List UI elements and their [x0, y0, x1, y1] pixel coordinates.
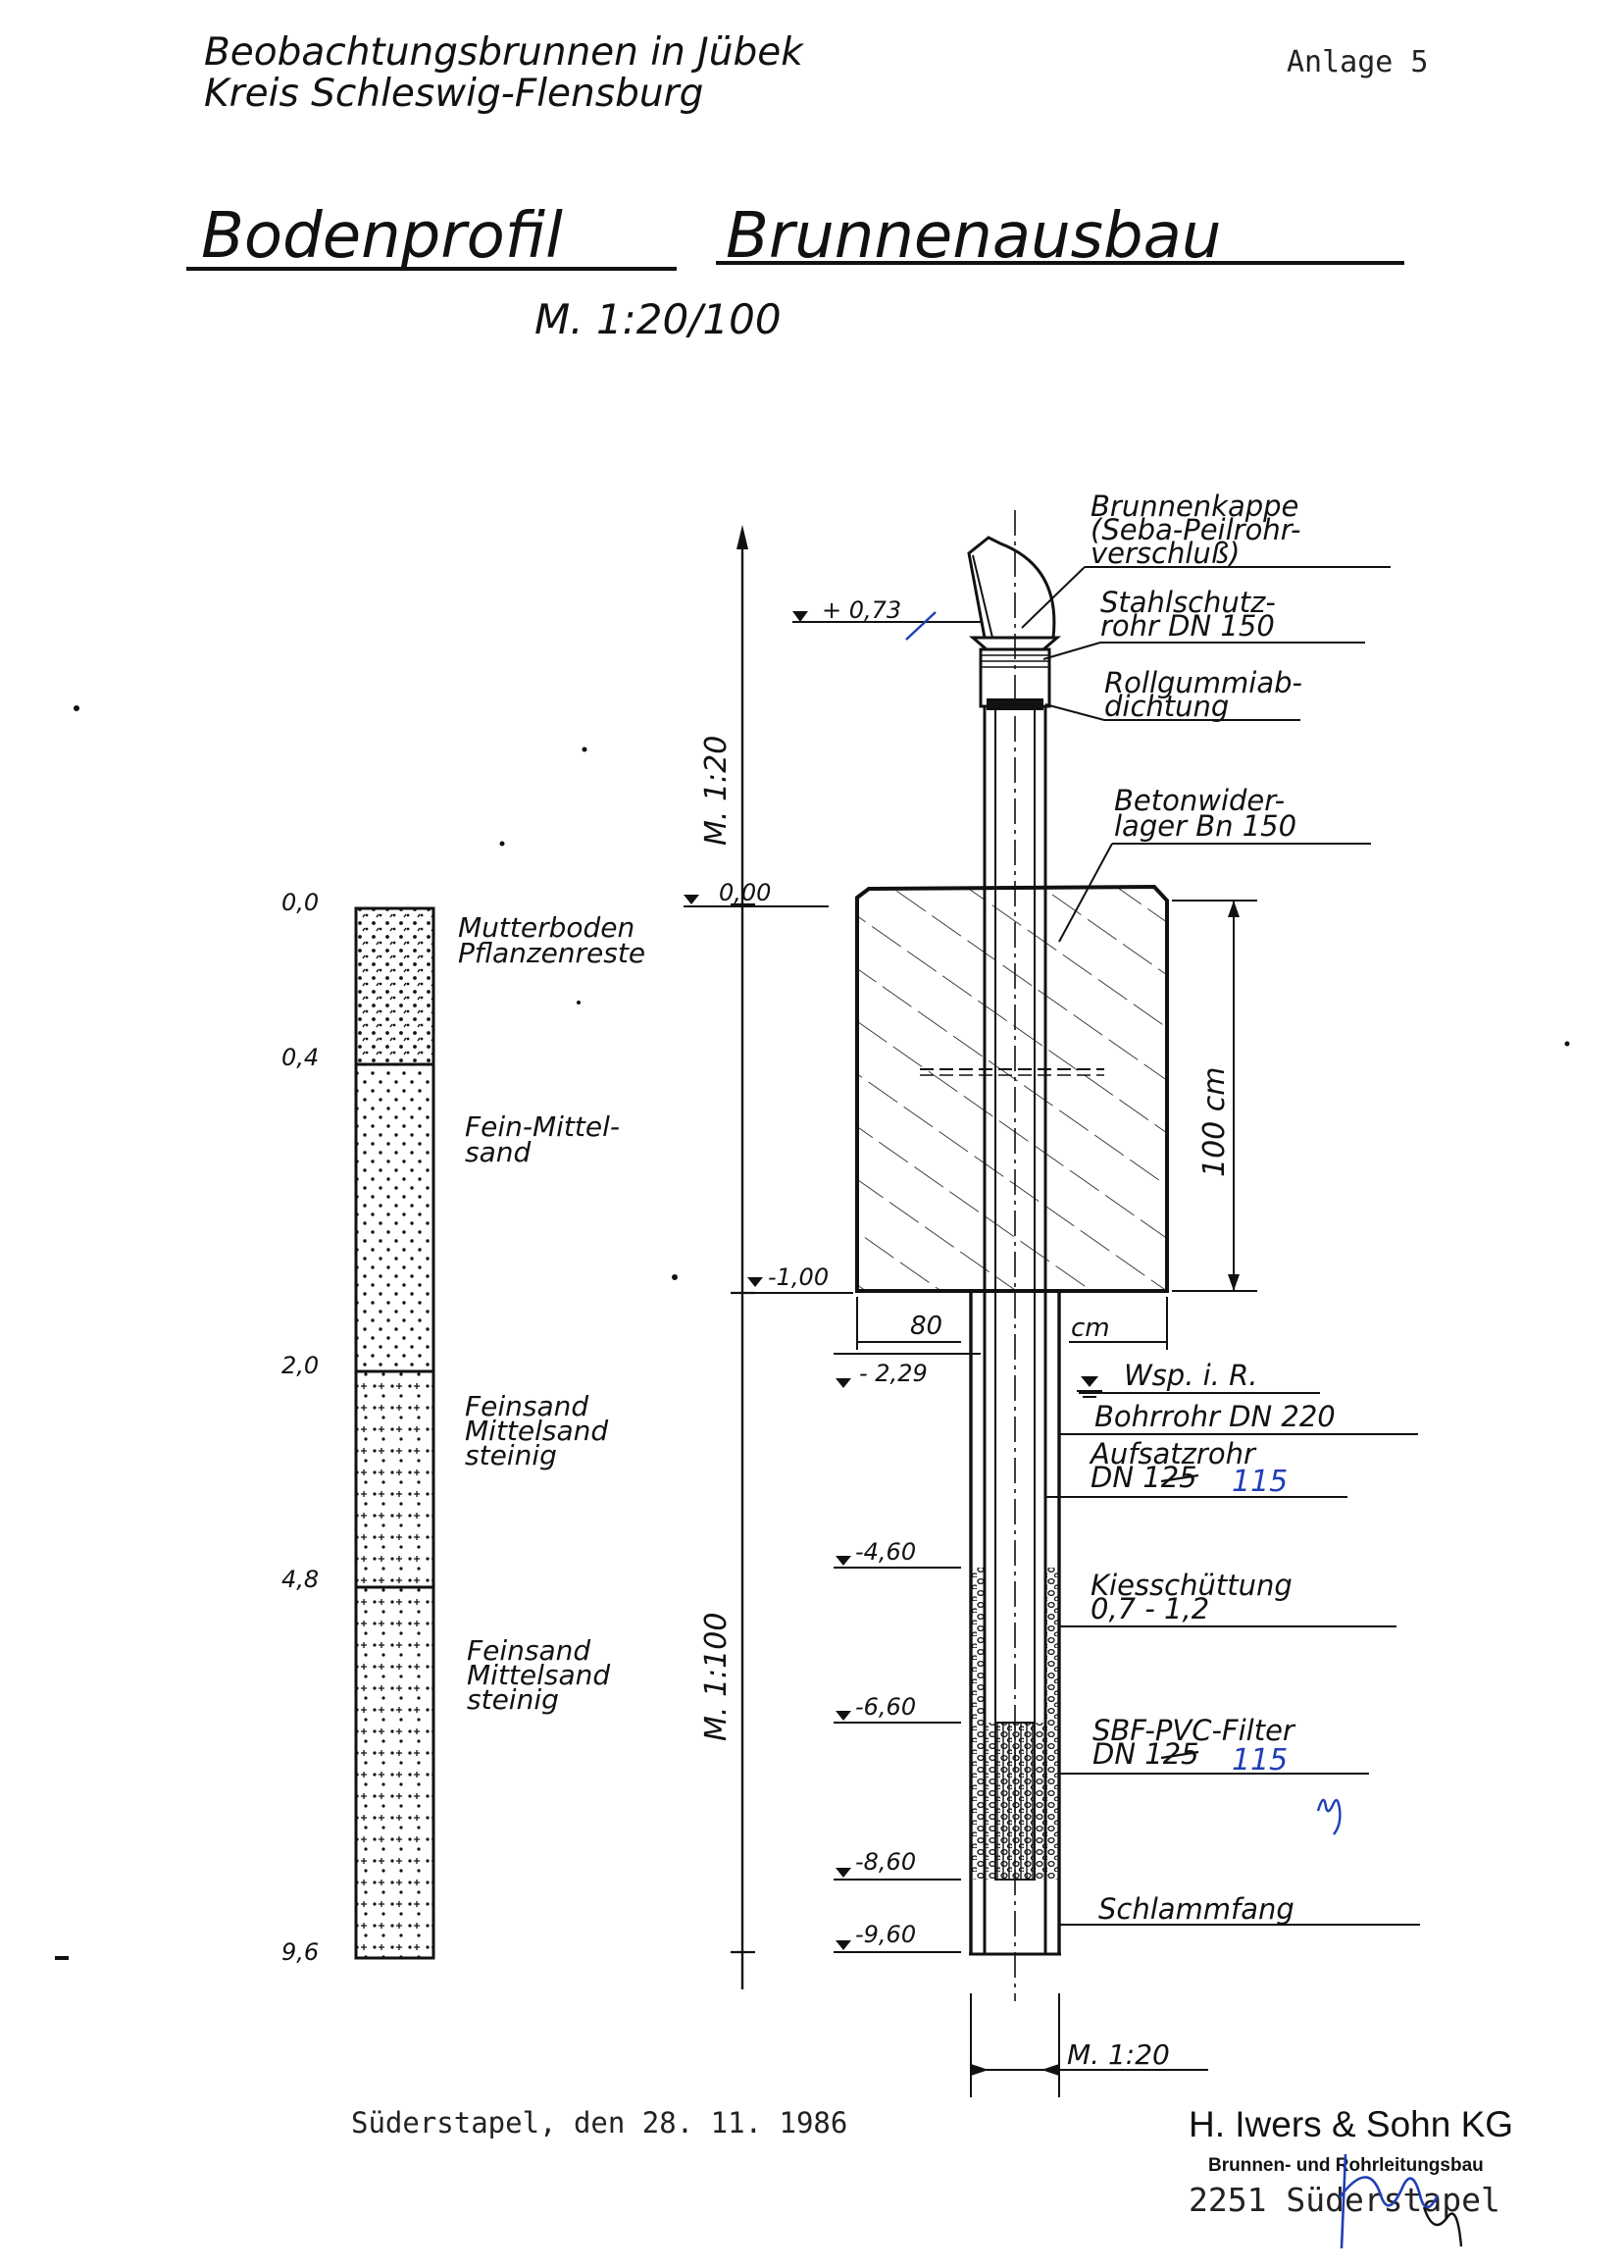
- scale-axis: [731, 525, 755, 1989]
- correction-filter: 115: [1232, 1743, 1288, 1778]
- level-0-00: [684, 895, 829, 907]
- header-line-2: Kreis Schleswig-Flensburg: [204, 72, 703, 116]
- gravel-pack-left: [971, 1568, 985, 1880]
- comp-gravel-1: Kiesschüttung: [1091, 1569, 1293, 1602]
- axis-label-upper: M. 1:20: [699, 736, 734, 846]
- depth-4-8: 4,8: [281, 1566, 319, 1593]
- comp-water-level: Wsp. i. R.: [1124, 1359, 1258, 1392]
- level-label-minus-8-60: -8,60: [855, 1848, 916, 1876]
- layer-4-line-3: steinig: [467, 1683, 559, 1716]
- rubber-seal: [987, 698, 1043, 710]
- place-and-date: Süderstapel, den 28. 11. 1986: [351, 2106, 847, 2139]
- comp-seal-1: Rollgummiab-: [1104, 666, 1302, 699]
- level-label-0-00: 0,00: [719, 879, 771, 906]
- water-level-symbol: [1081, 1376, 1098, 1387]
- comp-filter-1: SBF-PVC-Filter: [1092, 1714, 1296, 1747]
- layer-3-line-1: Feinsand: [465, 1390, 588, 1422]
- company-name: H. Iwers & Sohn KG: [1189, 2104, 1513, 2144]
- level-minus-2-29: [834, 1353, 981, 1388]
- level-label-minus-2-29: - 2,29: [859, 1360, 928, 1387]
- scan-specks: [55, 705, 1570, 1960]
- comp-steel-2: rohr DN 150: [1100, 609, 1275, 643]
- level-minus-9-60: [834, 1940, 961, 1953]
- layer-stony-1-fill: [356, 1371, 433, 1587]
- axis-label-lower: M. 1:100: [699, 1613, 734, 1741]
- comp-cap-3: verschluß): [1091, 537, 1240, 570]
- layer-3-line-2: Mittelsand: [465, 1415, 608, 1447]
- level-minus-6-60: [834, 1711, 961, 1724]
- strike-125-filter: [1160, 1750, 1199, 1760]
- level-label-minus-4-60: -4,60: [855, 1538, 916, 1566]
- comp-riser-1: Aufsatzrohr: [1089, 1437, 1257, 1470]
- scale-label: M. 1:20/100: [534, 295, 782, 343]
- scale-axis-arrow: [736, 525, 748, 549]
- comp-sump: Schlammfang: [1098, 1892, 1294, 1926]
- comp-cap-1: Brunnenkappe: [1091, 490, 1298, 523]
- dimension-unit-label: cm: [1071, 1314, 1110, 1343]
- correction-riser: 115: [1232, 1465, 1288, 1499]
- well-cap: [967, 536, 1056, 640]
- layer-finesand-fill: [356, 1064, 433, 1371]
- profile-outline: [354, 906, 435, 1960]
- dimension-height: [1172, 900, 1257, 1292]
- level-plus-0-73: [792, 611, 981, 623]
- title-brunnenausbau: Brunnenausbau: [726, 200, 1221, 273]
- depth-0-4: 0,4: [281, 1044, 319, 1071]
- comp-concrete-2: lager Bn 150: [1114, 809, 1296, 843]
- layer-topsoil-fill: [356, 908, 433, 1064]
- depth-9-6: 9,6: [281, 1938, 319, 1966]
- annex-label: Anlage 5: [1287, 45, 1429, 79]
- level-label-plus-0-73: + 0,73: [822, 596, 901, 624]
- level-label-minus-9-60: -9,60: [855, 1921, 916, 1948]
- strike-125-riser: [1160, 1473, 1199, 1483]
- comp-gravel-2: 0,7 - 1,2: [1091, 1592, 1209, 1625]
- dimension-width-label: 80: [910, 1312, 942, 1341]
- bottom-scale: [970, 1993, 1208, 2097]
- layer-stony-2-fill: [356, 1587, 433, 1958]
- dimension-height-label: 100 cm: [1197, 1066, 1232, 1177]
- concrete-block: [855, 884, 1169, 1293]
- layer-4-line-2: Mittelsand: [467, 1659, 610, 1691]
- layer-4-line-1: Feinsand: [467, 1634, 590, 1667]
- comp-seal-2: dichtung: [1104, 690, 1229, 723]
- level-minus-1-00: [740, 1277, 853, 1294]
- blue-check-mark: [905, 611, 937, 641]
- level-minus-4-60: [834, 1556, 961, 1569]
- bottom-scale-label: M. 1:20: [1067, 2038, 1170, 2071]
- level-minus-8-60: [834, 1868, 961, 1881]
- depth-2-0: 2,0: [281, 1352, 319, 1379]
- gravel-pack-right: [1045, 1568, 1059, 1880]
- layer-3-line-3: steinig: [465, 1439, 557, 1471]
- component-labels: Brunnenkappe (Seba-Peilrohr- verschluß) …: [1089, 490, 1336, 1926]
- header-line-1: Beobachtungsbrunnen in Jübek: [204, 30, 804, 75]
- layer-1-line-1: Mutterboden: [458, 911, 634, 944]
- layer-2-line-1: Fein-Mittel-: [465, 1110, 620, 1143]
- depth-0-0: 0,0: [281, 889, 319, 916]
- comp-bore-pipe: Bohrrohr DN 220: [1094, 1400, 1336, 1433]
- well-construction: [855, 510, 1169, 2001]
- comp-steel-1: Stahlschutz-: [1100, 586, 1276, 619]
- level-label-minus-1-00: -1,00: [768, 1263, 829, 1291]
- comp-concrete-1: Betonwider-: [1114, 784, 1285, 817]
- leader-lines: [1021, 566, 1420, 1926]
- soil-profile-column: [354, 906, 435, 1960]
- title-bodenprofil: Bodenprofil: [201, 200, 563, 273]
- comp-cap-2: (Seba-Peilrohr-: [1091, 513, 1301, 546]
- blue-initials: [1316, 1798, 1342, 1835]
- level-markers: + 0,73 0,00 -1,00 - 2,29 -4,60 -6,60: [684, 596, 981, 1953]
- layer-1-line-2: Pflanzenreste: [458, 937, 645, 969]
- layer-2-line-2: sand: [465, 1136, 531, 1168]
- signature: [1338, 2153, 1440, 2249]
- layer-descriptions: Mutterboden Pflanzenreste Fein-Mittel- s…: [458, 911, 645, 1716]
- dimension-width: [856, 1297, 1168, 1350]
- level-label-minus-6-60: -6,60: [855, 1693, 916, 1721]
